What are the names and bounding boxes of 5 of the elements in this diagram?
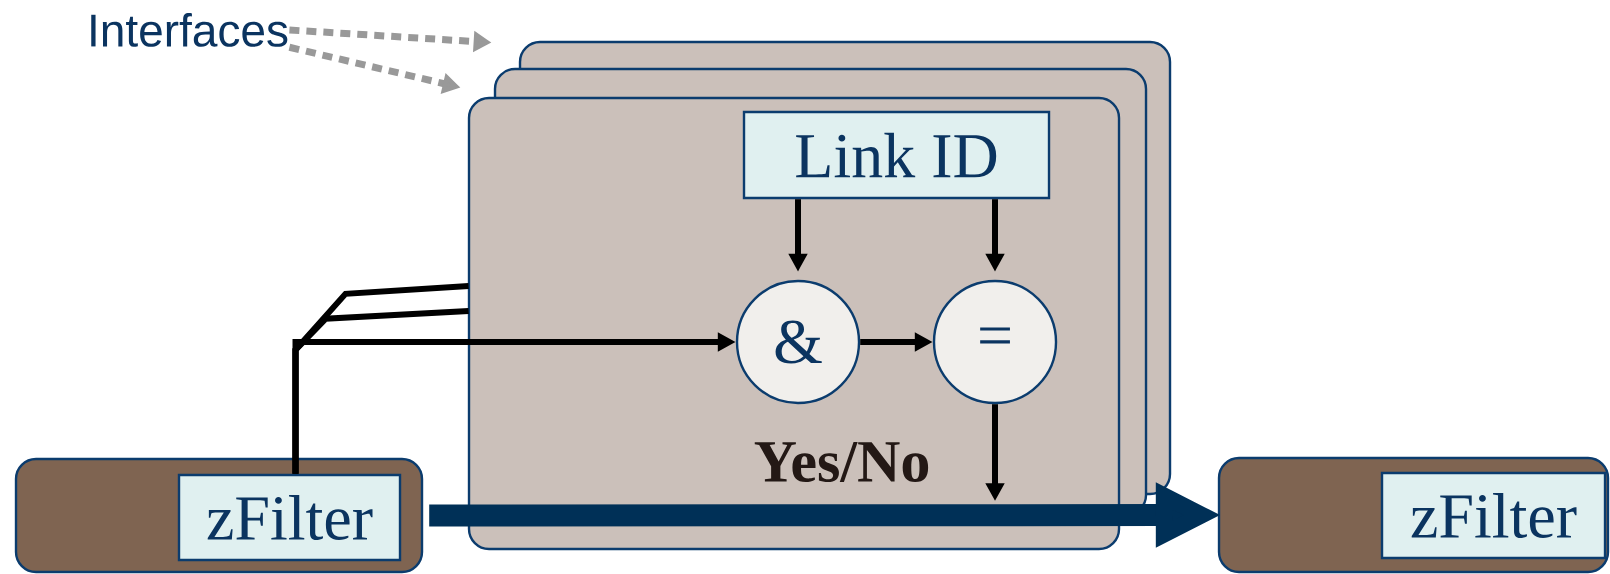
label-box: Link ID [742, 110, 1051, 200]
callout-text: Interfaces [91, 13, 288, 47]
label-box: zFilter [177, 473, 402, 562]
yes-no-label: Yes/No [754, 441, 929, 483]
label-box: zFilter [1380, 471, 1607, 560]
